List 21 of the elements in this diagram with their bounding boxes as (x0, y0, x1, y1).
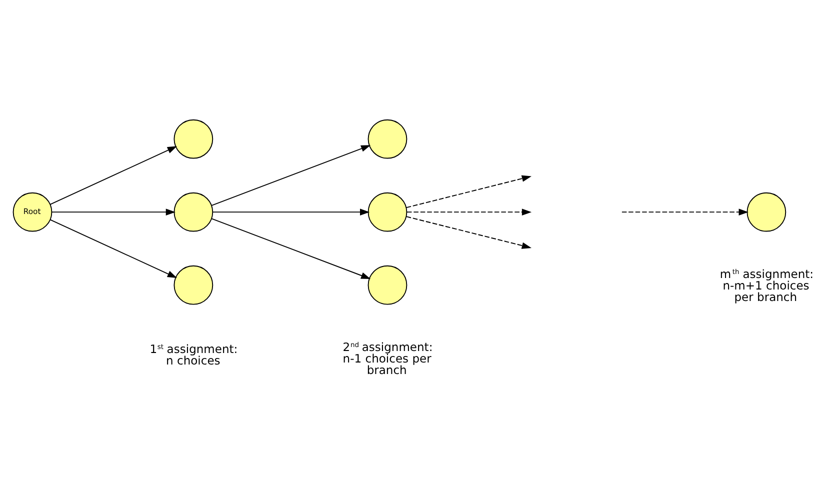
node-circle (174, 192, 214, 232)
node-circle (174, 264, 214, 304)
node-circle (368, 264, 408, 304)
arrow (211, 218, 371, 279)
arrow (406, 208, 532, 215)
arrow (406, 174, 532, 208)
label: m$^{th}$ assignment: n-m+1 choices per branch (720, 266, 814, 304)
arrow (50, 146, 178, 204)
arrow (621, 208, 748, 215)
arrow (52, 208, 176, 215)
arrow (50, 218, 178, 278)
arrow (406, 216, 532, 248)
arrow (211, 144, 371, 206)
label: 1$^{st}$ assignment: n choices (150, 341, 238, 367)
node-circle (174, 118, 214, 158)
node-circle (368, 118, 408, 158)
arrow (212, 208, 370, 215)
node-circle (746, 192, 786, 232)
node-circle (368, 192, 408, 232)
node-circle: Root (12, 192, 52, 232)
label: 2$^{nd}$ assignment: n-1 choices per branch (342, 339, 433, 377)
